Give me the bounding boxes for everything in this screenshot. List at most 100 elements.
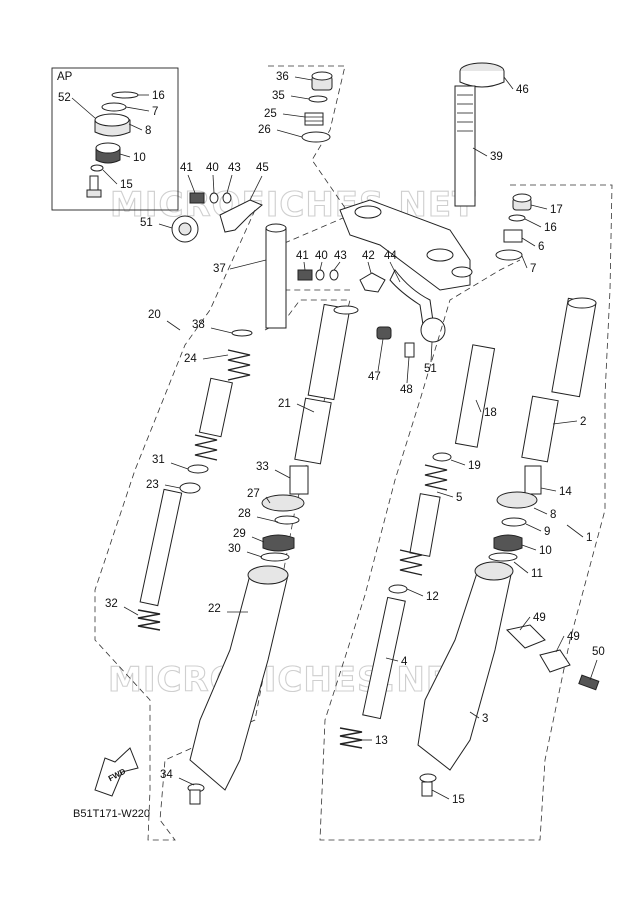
callout-leader-line [210,327,233,334]
callout-leader-line [566,524,584,538]
callout-leader-line [530,204,548,210]
dashed-group-right-fork [319,184,613,841]
callout-leader-line [513,561,529,574]
callout-18: 18 [484,407,497,419]
callout-20: 20 [148,309,161,321]
callout-leader-line [202,354,229,360]
callout-leader-line [552,420,578,425]
left-fork-components [137,223,287,631]
callout-leader-line [71,97,96,119]
left-bracket-parts [171,192,415,358]
callout-leader-line [251,536,265,543]
callout-leader-line [158,223,173,229]
callout-3: 3 [482,713,488,725]
callout-leader-line [406,588,424,597]
callout-16: 16 [544,222,557,234]
watermark-bottom: MICROFICHES.NET [108,660,474,700]
callout-leader-line [290,95,310,100]
callout-12: 12 [426,591,439,603]
callout-7: 7 [530,263,536,275]
callout-leader-line [123,606,139,616]
callout-leader-line [406,356,410,384]
callout-leader-line [187,174,196,194]
callout-leader-line [303,261,306,271]
callout-41b: 41 [296,250,309,262]
callout-leader-line [102,169,118,185]
callout-leader-line [540,487,557,492]
callout-42: 42 [362,250,375,262]
callout-leader-line [294,76,313,81]
callout-39: 39 [490,151,503,163]
callout-31: 31 [152,454,165,466]
callout-leader-line [226,174,233,194]
callout-leader-line [125,106,150,112]
dashed-group-top-cap [268,65,351,291]
ap-kit-box: AP [51,67,179,211]
callout-leader-line [521,237,536,247]
callout-19: 19 [468,460,481,472]
callout-1: 1 [586,532,592,544]
callout-46: 46 [516,84,529,96]
callout-43a: 43 [228,162,241,174]
callout-27: 27 [247,488,260,500]
callout-6: 6 [538,241,544,253]
callout-leader-line [431,789,450,800]
callout-25: 25 [264,108,277,120]
callout-leader-line [385,657,399,662]
callout-leader-line [469,711,480,719]
callout-38: 38 [192,319,205,331]
fwd-arrow-icon: FWD [94,747,139,797]
callout-24: 24 [184,353,197,365]
callout-ap-10: 10 [133,152,146,164]
callout-leader-line [296,403,315,413]
callout-49a: 49 [533,612,546,624]
callout-leader-line [164,484,181,489]
callout-2: 2 [580,416,586,428]
callout-33: 33 [256,461,269,473]
callout-44: 44 [384,250,397,262]
callout-29: 29 [233,528,246,540]
callout-ap-52: 52 [58,92,71,104]
callout-leader-line [276,129,303,138]
callout-51a: 51 [140,217,153,229]
top-cap-parts [301,71,333,143]
callout-40b: 40 [315,250,328,262]
callout-4: 4 [401,656,408,668]
callout-leader-line [377,338,384,372]
callout-30: 30 [228,543,241,555]
callout-leader-line [430,341,433,363]
callout-leader-line [533,507,548,515]
callout-leader-line [178,777,195,786]
callout-23: 23 [146,479,159,491]
right-fork-components [339,193,600,797]
callout-leader-line [521,255,528,269]
callout-leader-line [212,174,215,194]
callout-leader-line [436,491,454,498]
callout-47: 47 [368,371,381,383]
callout-leader-line [503,76,514,90]
part-code: B51T171-W220 [73,808,150,820]
callout-ap-8: 8 [145,125,151,137]
callout-leader-line [170,462,189,470]
callout-leader-line [282,113,306,118]
ap-box-label: AP [57,71,73,83]
callout-leader-line [521,544,537,551]
callout-leader-line [389,261,401,283]
callout-17: 17 [550,204,563,216]
callout-14: 14 [559,486,572,498]
callout-leader-line [555,635,565,653]
callout-40a: 40 [206,162,219,174]
callout-9: 9 [544,526,550,538]
callout-leader-line [274,469,291,479]
callout-32: 32 [105,598,118,610]
callout-leader-line [333,261,341,271]
callout-leader-line [319,261,323,271]
callout-ap-15: 15 [120,179,133,191]
callout-leader-line [589,659,598,681]
callout-leader-line [128,123,143,131]
callout-49b: 49 [567,631,580,643]
callout-leader-line [166,320,181,331]
callout-leader-line [367,261,372,274]
callout-8: 8 [550,509,556,521]
